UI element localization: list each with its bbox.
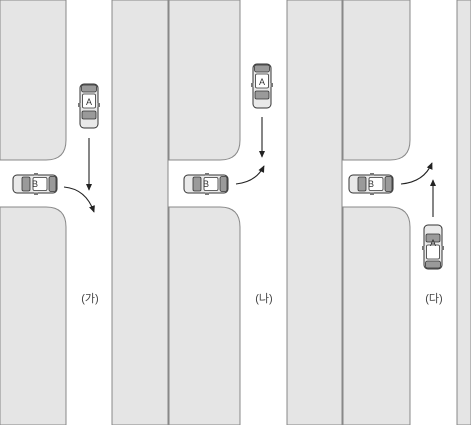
car-b: B: [348, 172, 394, 196]
block-right: [111, 0, 169, 425]
block-top-left: [168, 0, 241, 161]
block-right: [456, 0, 471, 425]
block-bottom-left: [342, 206, 411, 425]
car-a: A: [77, 83, 101, 129]
car-b-label: B: [368, 179, 374, 189]
panel-label: (가): [81, 292, 98, 305]
panel-label: (다): [425, 292, 442, 305]
car-b: B: [12, 172, 58, 196]
panel-na: A B (나): [168, 0, 343, 425]
car-b: B: [183, 172, 229, 196]
car-a: A: [421, 224, 445, 270]
car-a-label: A: [259, 77, 265, 87]
arrow-b-left-turn: [400, 162, 433, 185]
car-b-label: B: [32, 179, 38, 189]
arrow-b-right-turn: [63, 186, 95, 213]
car-a-label: A: [430, 238, 436, 248]
panel-label: (나): [255, 292, 272, 305]
panel-da: A B (다): [342, 0, 471, 425]
arrow-b-left-turn: [235, 165, 265, 185]
car-a-label: A: [86, 97, 92, 107]
block-right: [286, 0, 343, 425]
block-bottom-left: [0, 206, 67, 425]
block-bottom-left: [168, 206, 241, 425]
block-top-left: [342, 0, 411, 161]
panel-ga: A B (가): [0, 0, 169, 425]
block-top-left: [0, 0, 67, 161]
car-a: A: [250, 63, 274, 109]
car-b-label: B: [203, 179, 209, 189]
